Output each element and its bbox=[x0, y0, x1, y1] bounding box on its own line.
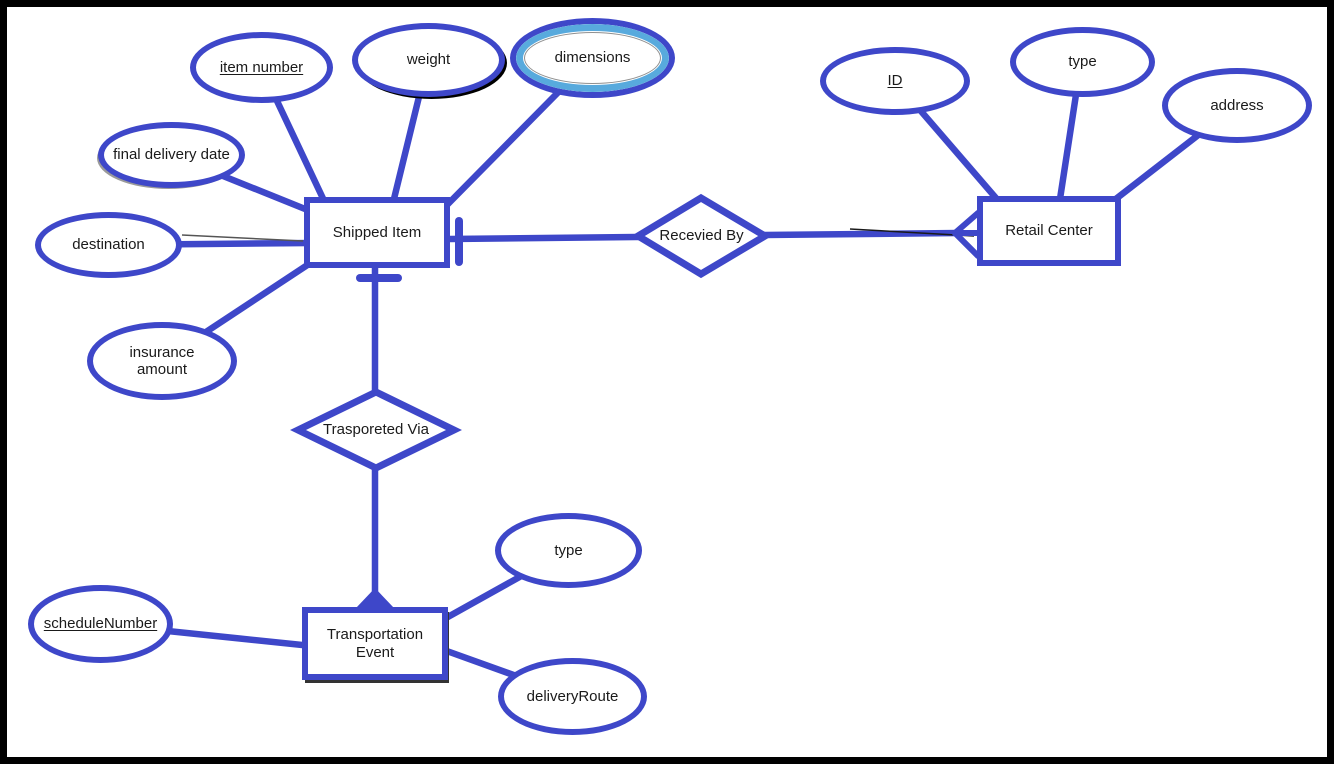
entity-retail-center[interactable]: Retail Center bbox=[977, 196, 1121, 266]
attribute-address[interactable]: address bbox=[1162, 68, 1312, 143]
attribute-dimensions-multivalued[interactable]: dimensions bbox=[510, 18, 675, 98]
relationship-recevied-by-shape[interactable] bbox=[631, 193, 772, 279]
attribute-insurance-amount[interactable]: insurance amount bbox=[87, 322, 237, 400]
attribute-final-delivery-date[interactable]: final delivery date bbox=[98, 122, 245, 188]
relationship-trasporeted-via-shape[interactable] bbox=[290, 388, 462, 472]
relationship-recevied-by-label: Recevied By bbox=[659, 227, 744, 245]
relationship-trasporeted-via-label: Trasporeted Via bbox=[323, 421, 429, 439]
connector-shipped-to-receviedby bbox=[446, 233, 644, 243]
artifact-line-destination bbox=[181, 234, 304, 242]
attribute-weight[interactable]: weight bbox=[352, 23, 505, 97]
attribute-delivery-route[interactable]: deliveryRoute bbox=[498, 658, 647, 735]
one-bar-shipped-transported bbox=[356, 274, 402, 282]
one-bar-shipped-received bbox=[455, 217, 463, 266]
attribute-destination[interactable]: destination bbox=[35, 212, 182, 278]
attribute-id[interactable]: ID bbox=[820, 47, 970, 115]
attribute-type-retail[interactable]: type bbox=[1010, 27, 1155, 97]
attribute-type-transport[interactable]: type bbox=[495, 513, 642, 588]
attribute-schedule-number[interactable]: scheduleNumber bbox=[28, 585, 173, 663]
attribute-item-number[interactable]: item number bbox=[190, 32, 333, 103]
entity-transportation-event[interactable]: Transportation Event bbox=[302, 607, 448, 680]
entity-shipped-item[interactable]: Shipped Item bbox=[304, 197, 450, 268]
crows-foot-transport bbox=[356, 588, 394, 608]
crows-foot-retail bbox=[952, 210, 981, 259]
